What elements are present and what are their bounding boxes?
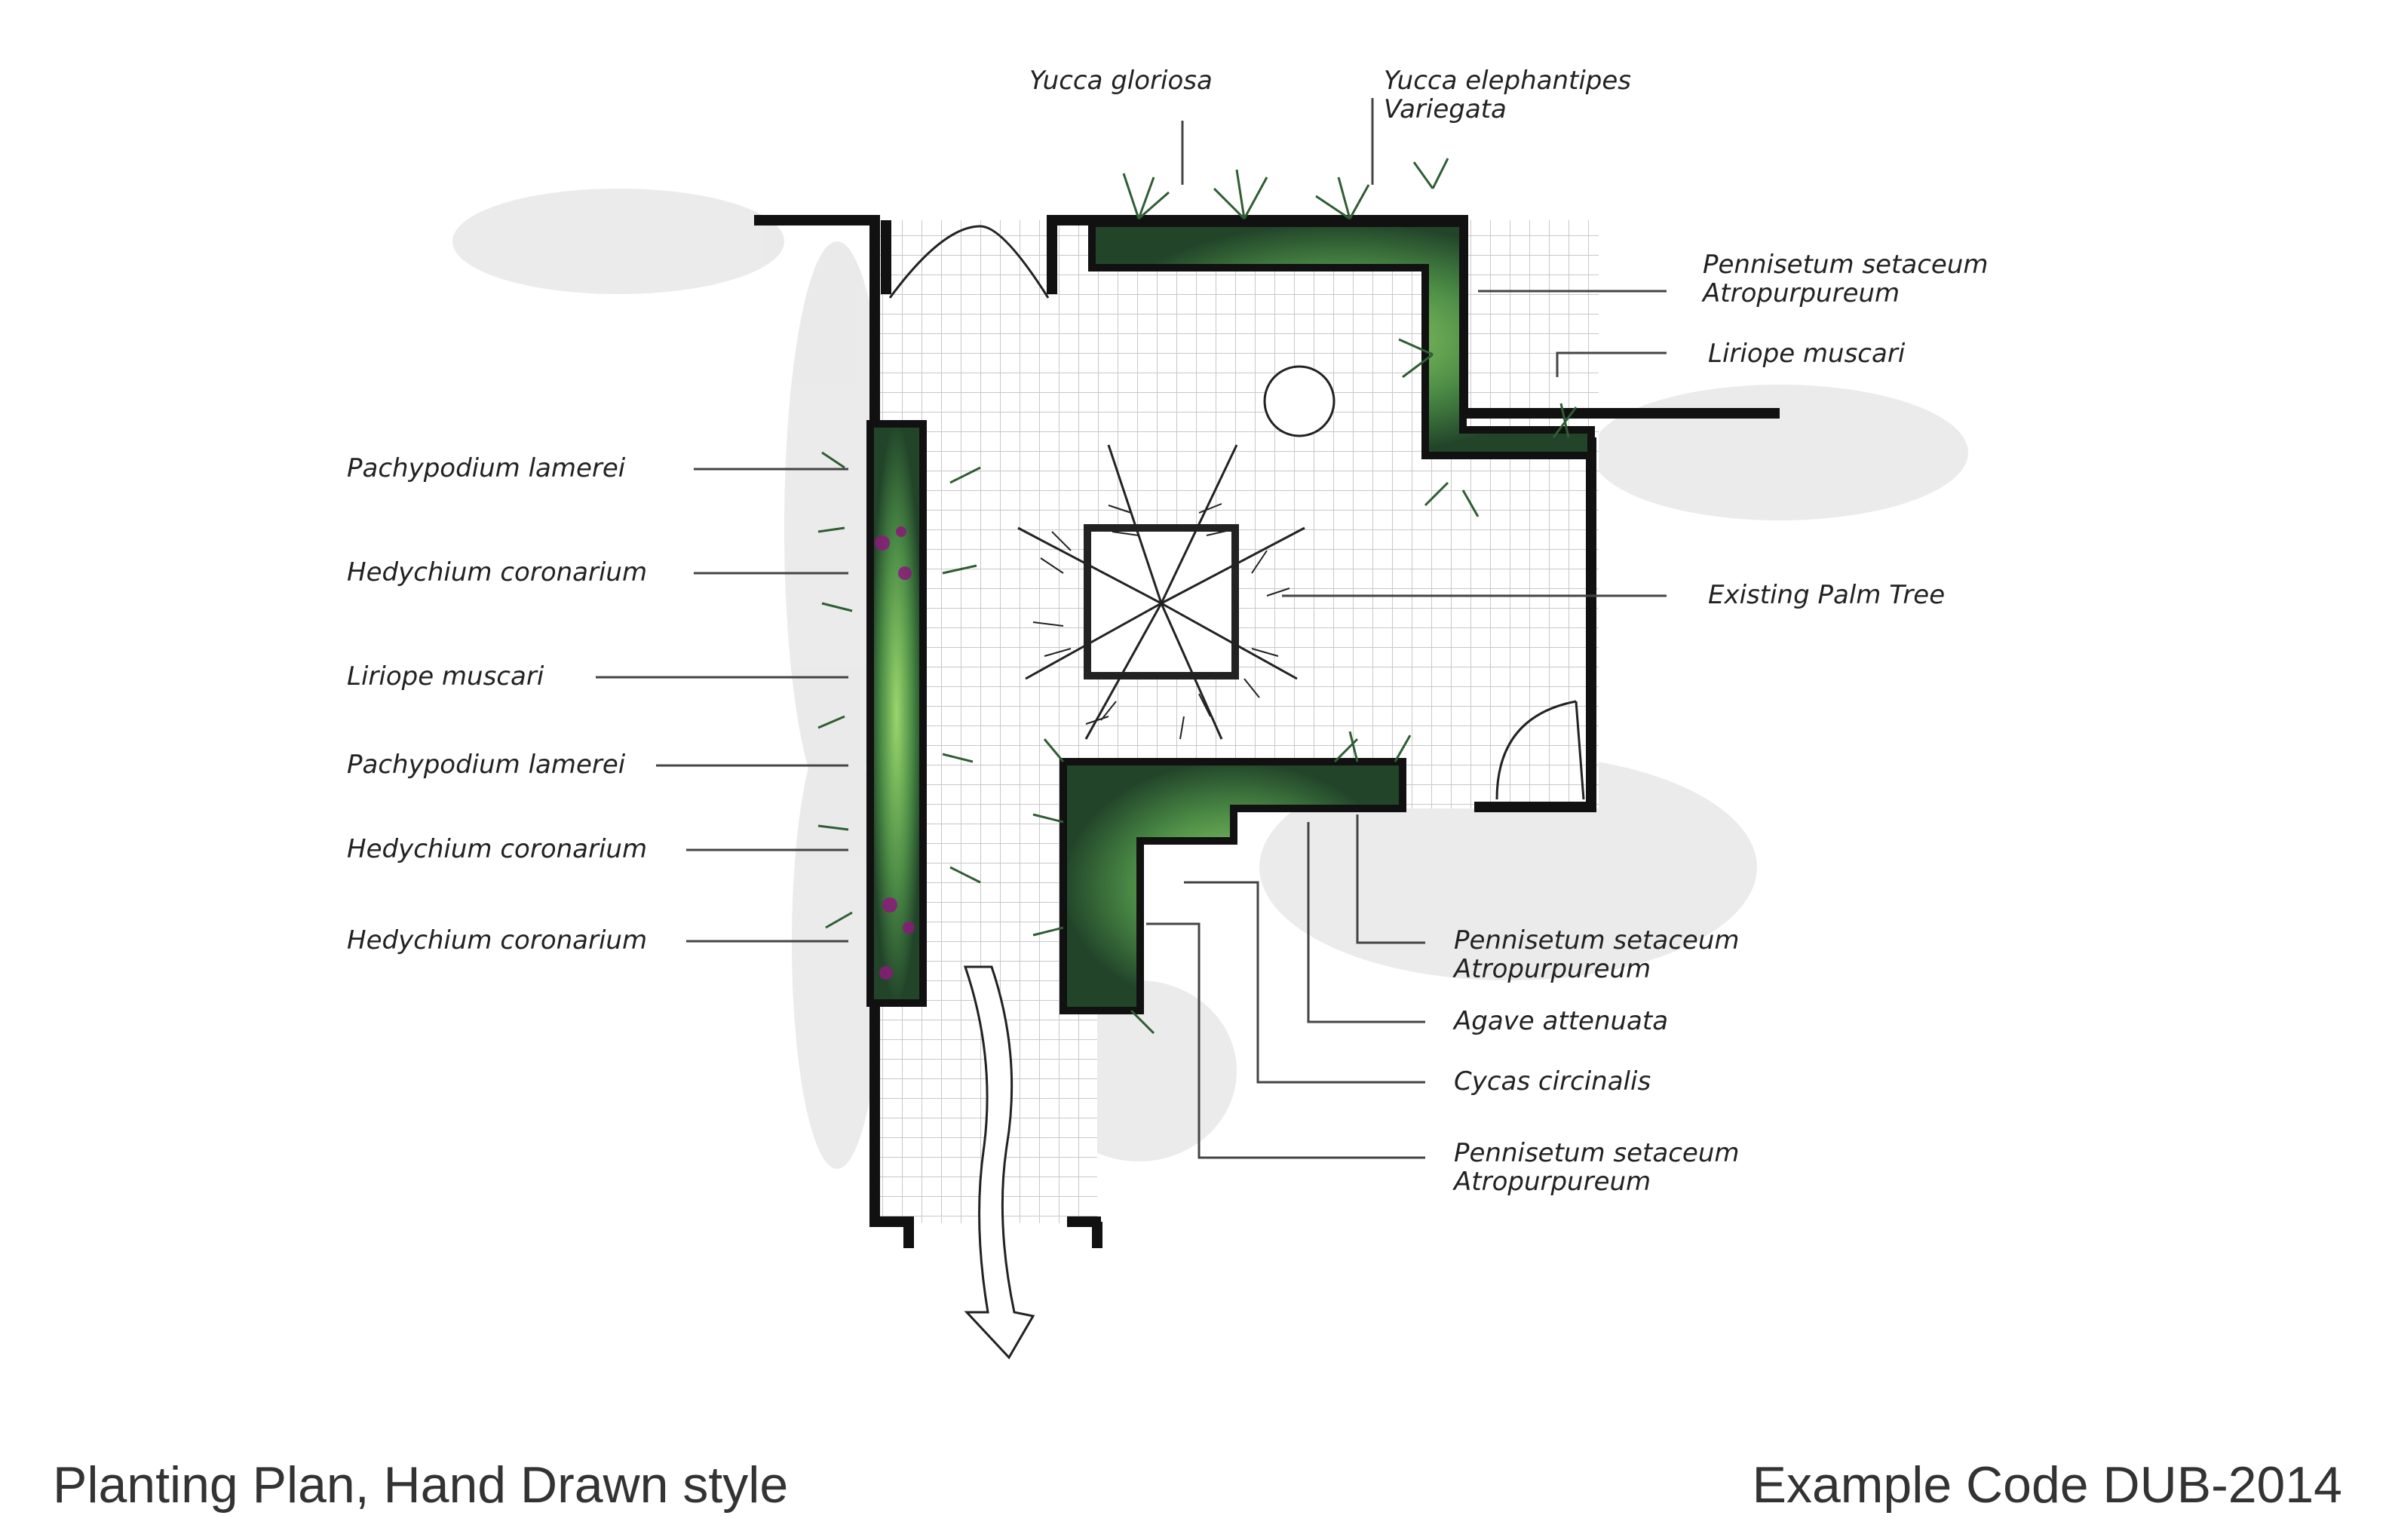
planter-top <box>1088 219 1595 459</box>
planter-left <box>866 420 927 1007</box>
label-pennisetum-mid: Pennisetum setaceum <box>1454 925 1739 956</box>
paved-floor <box>875 220 1599 1223</box>
label-yucca-gloriosa: Yucca gloriosa <box>1029 66 1213 96</box>
label-cycas: Cycas circinalis <box>1454 1066 1651 1097</box>
caption-code: Example Code DUB-2014 <box>1752 1456 2342 1514</box>
label-leaders <box>596 98 1667 1159</box>
label-yucca-elephantipes-variegata: Variegata <box>1384 94 1507 124</box>
label-liriope-right: Liriope muscari <box>1708 339 1906 369</box>
label-pennisetum-top-variety: Atropurpureum <box>1701 278 1900 308</box>
plant-labels: Yucca gloriosa Yucca elephantipes Varieg… <box>347 66 1988 1197</box>
planter-bottom <box>1060 758 1406 1014</box>
label-hedychium-2: Hedychium coronarium <box>347 834 647 864</box>
label-pachypodium-2: Pachypodium lamerei <box>347 750 626 780</box>
label-existing-palm-tree: Existing Palm Tree <box>1708 580 1945 610</box>
label-liriope-left: Liriope muscari <box>347 661 544 692</box>
label-pennisetum-top: Pennisetum setaceum <box>1703 250 1988 280</box>
entry-path-arrow <box>963 965 1035 1360</box>
label-pachypodium-1: Pachypodium lamerei <box>347 453 626 483</box>
planter-pot <box>1263 365 1335 437</box>
label-agave: Agave attenuata <box>1452 1006 1668 1036</box>
door-swings <box>888 225 1585 800</box>
label-hedychium-3: Hedychium coronarium <box>347 925 647 956</box>
label-yucca-elephantipes: Yucca elephantipes <box>1384 66 1631 96</box>
label-hedychium-1: Hedychium coronarium <box>347 557 647 587</box>
existing-palm-tree <box>1017 444 1305 740</box>
label-pennisetum-low: Pennisetum setaceum <box>1454 1138 1739 1168</box>
caption-title: Planting Plan, Hand Drawn style <box>53 1456 789 1514</box>
label-pennisetum-mid-variety: Atropurpureum <box>1452 954 1651 984</box>
label-pennisetum-low-variety: Atropurpureum <box>1452 1167 1651 1197</box>
foliage-strokes <box>817 158 1578 1035</box>
